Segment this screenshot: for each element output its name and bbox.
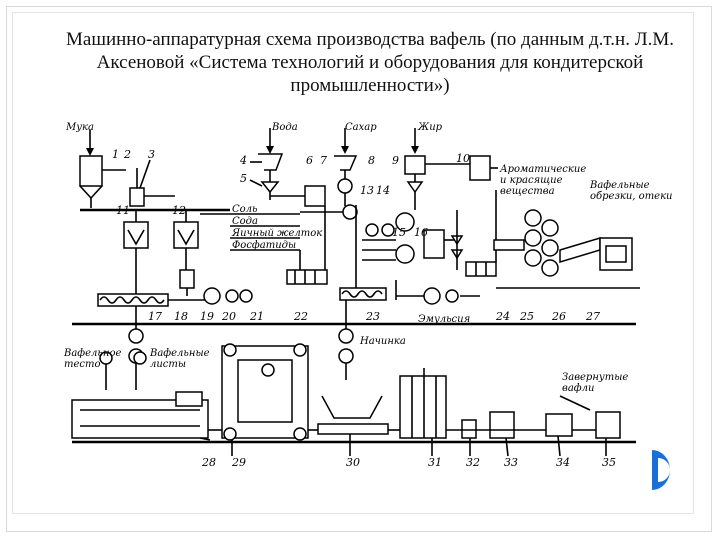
num-20: 20 [221,310,236,323]
baking-line [71,300,636,444]
label-sugar: Сахар [345,122,377,133]
num-3: 3 [148,148,155,161]
flour-section [79,155,300,307]
num-22: 22 [293,310,308,323]
num-12: 12 [172,204,186,217]
ingredient-salt: Соль [232,204,257,215]
num-15: 15 [392,226,406,239]
decorative-half-circle-icon [652,450,670,490]
num-4: 4 [239,154,247,167]
num-30: 30 [346,456,360,469]
num-16: 16 [414,226,428,239]
num-34: 34 [556,456,570,469]
num-32: 32 [466,456,480,469]
num-13: 13 [360,184,374,197]
num-10: 10 [456,152,470,165]
slide-title: Машинно-аппаратурная схема производства … [66,29,674,96]
label-flour: Мука [65,122,94,133]
num-21: 21 [249,310,264,323]
num-11: 11 [116,204,130,217]
num-1: 1 [112,148,119,161]
num-6: 6 [306,154,313,167]
label-fat: Жир [417,122,443,133]
label-filling: Начинка [359,336,406,347]
num-7: 7 [320,154,327,167]
input-arrows [86,128,419,156]
slide-frame-inner [12,12,694,514]
num-19: 19 [200,310,214,323]
num-25: 25 [519,310,534,323]
num-28: 28 [201,456,216,469]
num-2: 2 [123,148,131,161]
emulsion-section [339,210,480,305]
label-emulsion: Эмульсия [418,314,470,325]
num-24: 24 [495,310,510,323]
num-29: 29 [231,456,246,469]
num-35: 35 [602,456,616,469]
ingredient-soda: Сода [232,216,258,227]
ingredient-phosphatides: Фосфатиды [232,240,296,251]
num-14: 14 [376,184,390,197]
num-23: 23 [365,310,380,323]
label-water: Вода [271,122,298,133]
liquid-section [258,153,498,285]
slide-frame [6,6,712,532]
ingredient-yolk: Яичный желток [231,228,322,239]
ingredient-labels: Соль Сода Яичный желток Фосфатиды [231,204,322,251]
num-31: 31 [428,456,442,469]
num-8: 8 [368,154,375,167]
num-33: 33 [504,456,518,469]
equipment-numbers: 1 2 3 4 5 6 7 8 9 10 11 12 13 14 15 16 1… [112,148,616,469]
num-26: 26 [551,310,566,323]
num-5: 5 [240,172,247,185]
num-27: 27 [585,310,600,323]
num-18: 18 [174,310,188,323]
num-9: 9 [392,154,399,167]
num-17: 17 [148,310,162,323]
leader-lines [139,159,607,457]
scrap-section [465,190,640,289]
